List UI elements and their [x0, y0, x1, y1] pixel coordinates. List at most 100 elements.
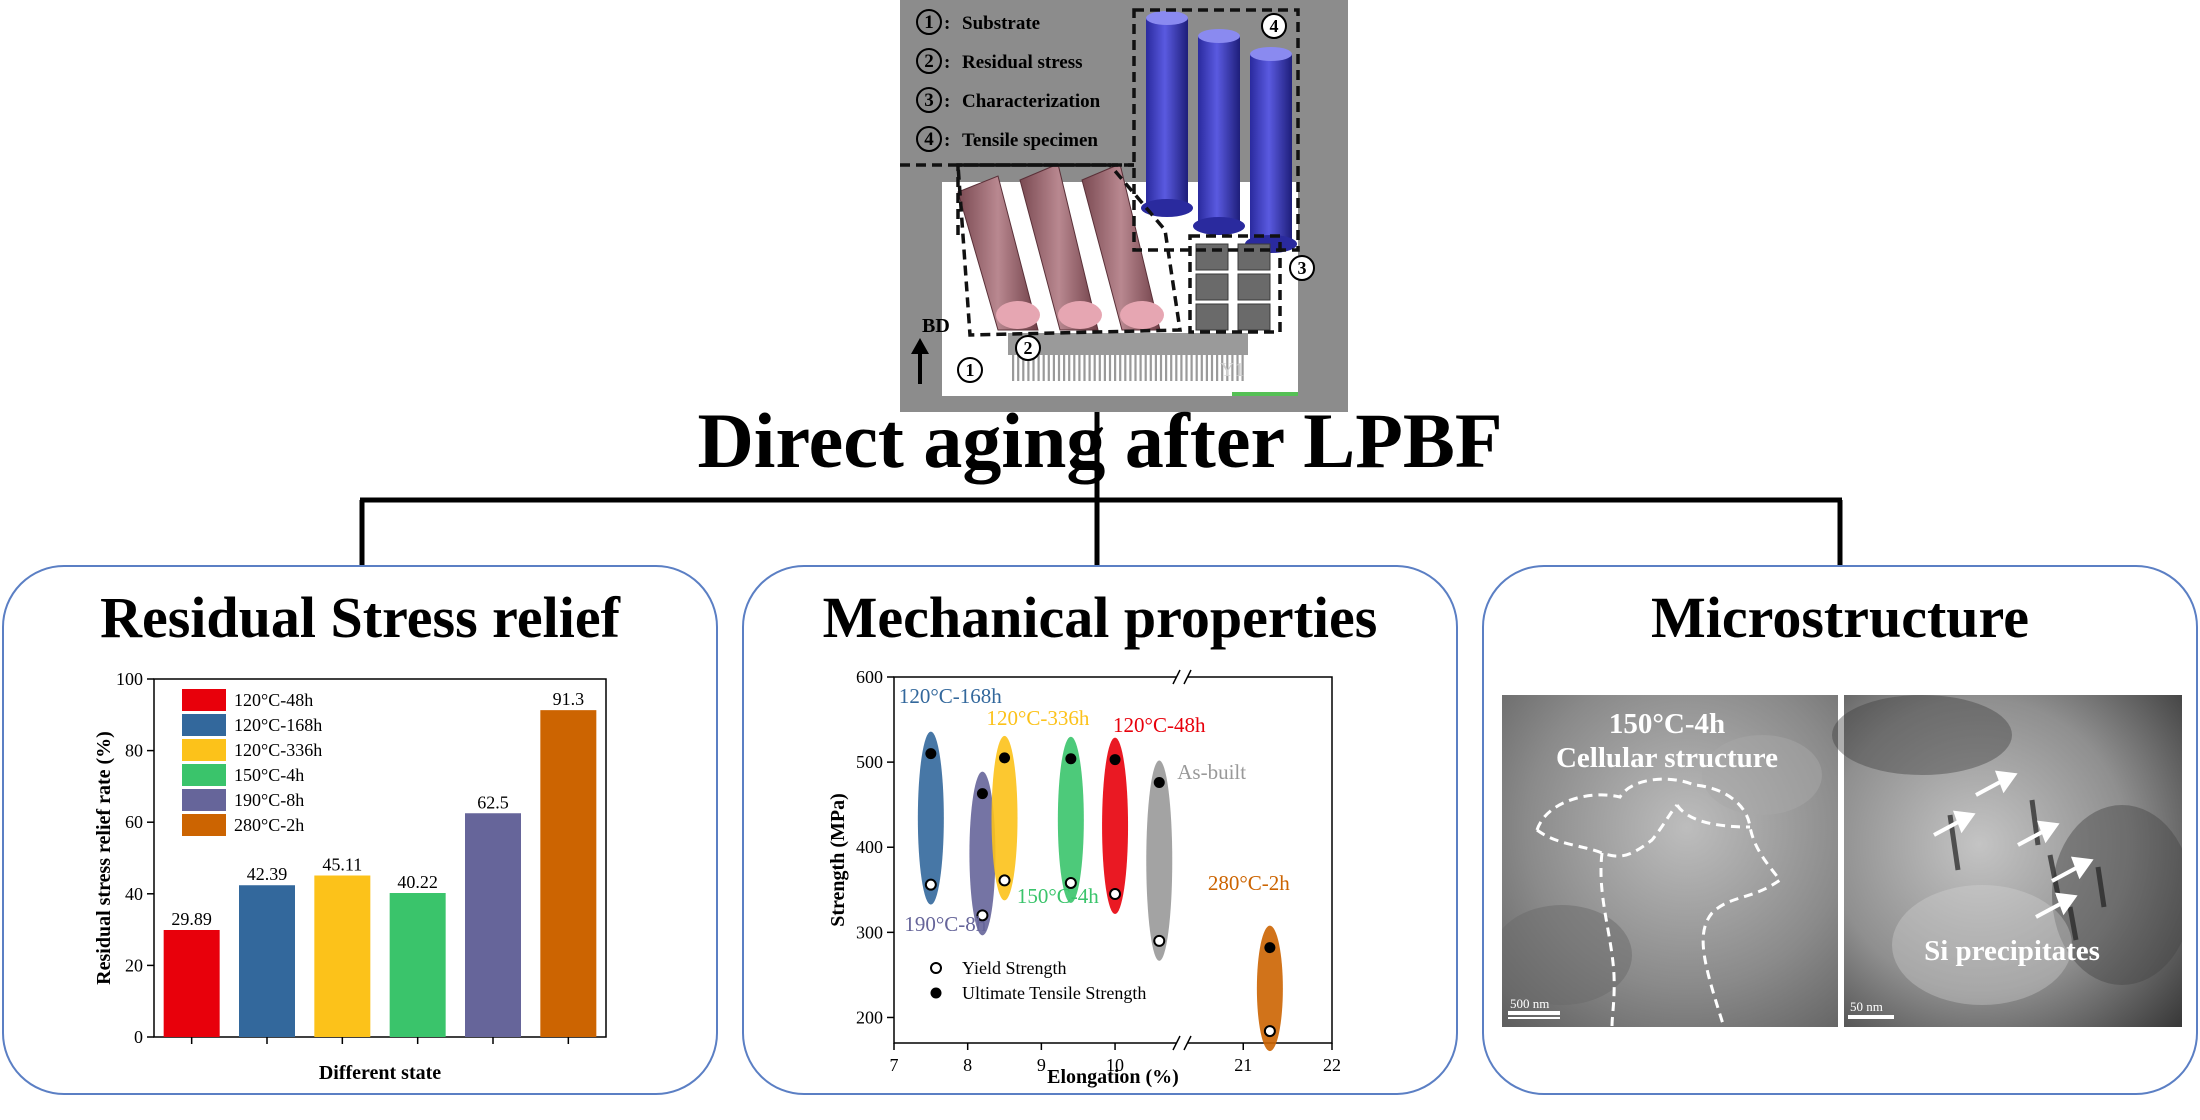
- x-tick-label: 22: [1323, 1055, 1341, 1075]
- y-tick-label: 200: [856, 1007, 883, 1027]
- characterization-cylinders: [957, 163, 1164, 331]
- layout-legend: 1 : Substrate 2 : Residual stress 3 : Ch…: [916, 9, 1101, 152]
- bar-legend-label: 120°C-48h: [234, 690, 313, 710]
- axis-break-mark: [1183, 669, 1192, 685]
- build-direction-arrow: [911, 338, 929, 384]
- y-tick-label: 20: [125, 955, 143, 975]
- cellular-label: Cellular structure: [1556, 742, 1778, 774]
- series-ellipse: [1256, 925, 1283, 1052]
- yield-point: [976, 909, 989, 922]
- cellular-label-condition: 150°C-4h: [1609, 708, 1725, 740]
- series-ellipse: [1102, 737, 1129, 915]
- scale-bar-left: 500 nm: [1510, 996, 1549, 1011]
- callout-1: 1: [966, 360, 975, 380]
- legend-num-3: 3: [924, 90, 934, 111]
- main-title: Direct aging after LPBF: [697, 397, 1503, 484]
- si-precipitates-label: Si precipitates: [1924, 935, 2100, 967]
- svg-text::: :: [944, 13, 950, 34]
- legend-yield-label: Yield Strength: [962, 958, 1067, 978]
- bar-1: [163, 929, 220, 1037]
- series-ellipse: [1057, 736, 1084, 903]
- microstructure-title: Microstructure: [1651, 585, 2029, 650]
- series-ellipse: [969, 771, 996, 936]
- build-layout-svg: 1 : Substrate 2 : Residual stress 3 : Ch…: [900, 0, 1348, 412]
- uts-point: [1109, 754, 1121, 766]
- uts-point: [1153, 777, 1165, 789]
- plate-mark: Y1: [1220, 359, 1244, 381]
- series-label: 190°C-8h: [904, 912, 986, 936]
- axis-break-mark: [1172, 669, 1181, 685]
- series-label: 120°C-168h: [899, 684, 1002, 708]
- bar-6: [540, 710, 597, 1037]
- tem-image-precipitates: 50 nm Si precipitates: [1832, 695, 2182, 1027]
- residual-stress-title: Residual Stress relief: [100, 585, 620, 650]
- bar-legend-label: 120°C-168h: [234, 715, 322, 735]
- yield-point: [1153, 934, 1166, 947]
- series-label: 120°C-48h: [1113, 713, 1206, 737]
- layout-callouts: 1 2 3 4: [957, 13, 1315, 383]
- callout-4: 4: [1270, 16, 1279, 36]
- uts-point: [976, 788, 988, 800]
- bar-plot-frame: [153, 678, 607, 1038]
- scale-bar-right: 50 nm: [1850, 999, 1883, 1014]
- uts-point: [999, 752, 1011, 764]
- scatter-plot-frame: [893, 676, 1333, 1044]
- axis-break-gap: [1176, 673, 1188, 681]
- legend-text-1: Substrate: [962, 13, 1040, 34]
- legend-swatch: [182, 814, 226, 836]
- bar-2: [239, 885, 295, 1037]
- uts-point: [1264, 942, 1276, 954]
- bar-value-label: 29.89: [171, 909, 212, 929]
- micrographs: 500 nm 150°C-4h Cellular structure: [1502, 695, 2182, 1027]
- legend-uts-label: Ultimate Tensile Strength: [962, 983, 1146, 1003]
- series-ellipse: [991, 735, 1018, 901]
- bar-legend-label: 190°C-8h: [234, 790, 304, 810]
- bar-5: [465, 813, 521, 1037]
- legend-swatch: [182, 789, 226, 811]
- series-ellipse: [917, 731, 944, 905]
- legend-num-2: 2: [924, 51, 934, 72]
- mechanical-properties-title: Mechanical properties: [822, 585, 1378, 650]
- legend-text-4: Tensile specimen: [962, 130, 1098, 151]
- y-tick-label: 80: [125, 741, 143, 761]
- build-layout-figure: 1 : Substrate 2 : Residual stress 3 : Ch…: [900, 0, 1348, 412]
- y-tick-label: 400: [856, 837, 883, 857]
- tem-image-cellular: 500 nm 150°C-4h Cellular structure: [1502, 695, 1838, 1027]
- y-tick-label: 0: [134, 1027, 143, 1047]
- y-tick-label: 100: [116, 669, 143, 689]
- bar-legend-label: 150°C-4h: [234, 765, 304, 785]
- svg-text::: :: [944, 52, 950, 73]
- legend-swatch: [182, 689, 226, 711]
- legend-num-4: 4: [924, 129, 934, 150]
- legend-uts-marker: [930, 987, 942, 999]
- legend-swatch: [182, 764, 226, 786]
- series-label: 280°C-2h: [1208, 871, 1290, 895]
- series-label: 150°C-4h: [1017, 884, 1099, 908]
- legend-num-1: 1: [924, 12, 934, 33]
- x-tick-label: 7: [890, 1055, 899, 1075]
- legend-text-3: Characterization: [962, 91, 1101, 112]
- bar-legend-label: 280°C-2h: [234, 815, 304, 835]
- axis-break-mark: [1172, 1035, 1181, 1051]
- yield-point: [998, 874, 1011, 887]
- x-tick-label: 10: [1106, 1055, 1124, 1075]
- legend-swatch: [182, 714, 226, 736]
- yield-point: [924, 878, 937, 891]
- bar-value-label: 40.22: [397, 872, 438, 892]
- yield-point: [1064, 876, 1077, 889]
- legend-item-4: 4 : Tensile specimen: [916, 126, 1098, 152]
- y-tick-label: 500: [856, 752, 883, 772]
- callout-3: 3: [1298, 258, 1307, 278]
- series-ellipse: [1146, 760, 1173, 961]
- legend-item-2: 2 : Residual stress: [916, 48, 1083, 74]
- bar-value-label: 45.11: [322, 855, 362, 875]
- bar-legend-label: 120°C-336h: [234, 740, 322, 760]
- scatter-y-axis-label: Strength (MPa): [827, 793, 849, 927]
- legend-text-2: Residual stress: [962, 52, 1083, 73]
- legend-swatch: [182, 739, 226, 761]
- svg-text::: :: [944, 91, 950, 112]
- bar-4: [389, 893, 446, 1037]
